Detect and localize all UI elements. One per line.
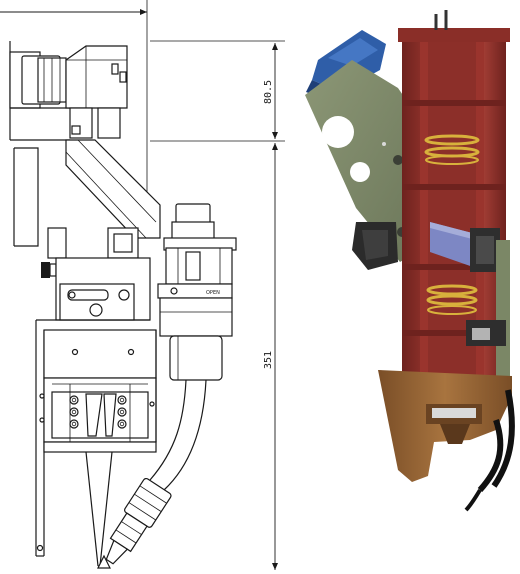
screw-grid [69,393,127,437]
clamp-block [352,222,398,270]
camera-housing [9,41,70,141]
side-panel [13,147,139,259]
mirror-block [65,45,128,139]
open-label: OPEN [206,290,220,296]
adjust-knob [41,262,57,278]
cutaway-render [305,10,515,512]
nozzle-tip [105,477,172,565]
cables [464,389,515,512]
main-body [398,10,510,386]
dimension-80-5-label: 80.5 [263,80,274,104]
nozzle-hose [149,379,207,491]
tip-marker [97,554,111,569]
nozzle-column: OPEN [157,203,237,381]
diagonal-beam-housing [65,139,161,239]
mounting-plate [36,257,151,321]
dimension-351-label: 351 [263,351,274,369]
lower-taper [85,451,113,567]
nozzle-base [378,370,512,482]
engineering-drawing: 80.5 351 [0,0,285,570]
lower-frame [35,320,157,557]
